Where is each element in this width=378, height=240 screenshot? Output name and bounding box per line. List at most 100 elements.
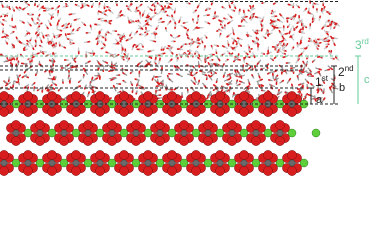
water-molecule — [195, 37, 199, 43]
water-molecule — [61, 22, 68, 28]
water-molecule — [55, 33, 62, 37]
water-molecule — [26, 21, 32, 27]
water-molecule — [331, 39, 336, 47]
water-molecule — [155, 24, 160, 31]
water-molecule — [193, 71, 198, 76]
carbonate-group — [210, 91, 230, 117]
calcium-ion — [227, 158, 237, 168]
water-molecule — [245, 34, 253, 38]
water-molecule — [90, 76, 94, 83]
water-molecule — [129, 80, 134, 87]
water-molecule — [191, 38, 194, 43]
water-molecule — [90, 2, 95, 8]
water-molecule — [129, 19, 135, 23]
water-molecule — [256, 78, 264, 83]
water-molecule — [307, 67, 312, 73]
water-molecule — [7, 76, 10, 83]
water-molecule — [301, 70, 308, 74]
water-molecule — [94, 23, 101, 26]
carbonate-group — [0, 91, 14, 117]
water-molecule — [157, 17, 163, 21]
water-molecule — [121, 32, 125, 39]
water-molecule — [234, 56, 240, 59]
water-molecule — [133, 30, 139, 36]
calcium-ion — [287, 128, 297, 138]
water-molecule — [282, 42, 285, 50]
water-molecule — [142, 22, 149, 28]
water-molecule — [51, 44, 56, 49]
water-molecule — [106, 5, 112, 9]
water-molecule — [192, 65, 196, 70]
water-molecule — [160, 82, 164, 88]
water-molecule — [100, 35, 105, 39]
water-molecule — [36, 34, 39, 39]
water-molecule — [98, 2, 101, 8]
water-molecule — [96, 40, 101, 46]
water-molecule — [15, 6, 21, 12]
water-molecule — [226, 50, 231, 55]
water-molecule — [236, 37, 243, 41]
water-molecule — [154, 89, 157, 97]
water-molecule — [54, 76, 57, 81]
water-molecule — [105, 51, 112, 55]
water-molecule — [67, 74, 70, 80]
water-molecule — [310, 82, 315, 88]
water-molecule — [201, 73, 208, 77]
carbonate-group — [198, 120, 218, 146]
water-molecule — [34, 22, 39, 26]
layer-c-letter: c — [364, 74, 370, 86]
water-molecule — [228, 45, 234, 50]
water-molecule — [36, 17, 41, 23]
calcium-ion — [143, 128, 153, 138]
water-molecule — [158, 52, 166, 55]
water-molecule — [154, 75, 162, 78]
water-molecule — [306, 71, 313, 76]
water-molecule — [221, 63, 225, 69]
water-molecule — [145, 59, 151, 66]
water-molecule — [2, 32, 9, 37]
water-molecule — [54, 42, 58, 47]
water-molecule — [227, 1, 231, 9]
water-molecule — [321, 78, 326, 84]
water-molecule — [221, 6, 227, 10]
water-molecule — [306, 55, 310, 60]
water-molecule — [238, 8, 241, 15]
water-molecule — [252, 52, 256, 59]
water-molecule — [210, 0, 214, 6]
water-molecule — [110, 77, 117, 81]
water-molecule — [176, 73, 183, 78]
water-molecule — [117, 90, 122, 94]
water-molecule — [242, 17, 248, 24]
water-molecule — [36, 87, 41, 92]
calcium-ion — [83, 158, 93, 168]
water-molecule — [140, 43, 144, 48]
water-molecule — [247, 9, 252, 13]
water-molecule — [298, 69, 303, 75]
water-molecule — [37, 13, 41, 20]
water-molecule — [106, 31, 112, 35]
water-molecule — [8, 24, 15, 29]
bracket-c — [355, 55, 361, 104]
water-molecule — [245, 56, 251, 59]
water-molecule — [158, 57, 161, 65]
water-molecule — [302, 66, 306, 71]
water-molecule — [171, 14, 174, 21]
water-molecule — [185, 2, 191, 5]
water-molecule — [307, 40, 313, 43]
water-molecule — [105, 19, 113, 23]
water-molecule — [260, 52, 266, 55]
water-molecule — [125, 37, 132, 42]
water-molecule — [333, 24, 337, 29]
water-molecule — [28, 55, 35, 61]
water-molecule — [221, 52, 226, 56]
water-molecule — [290, 35, 295, 41]
calcium-ion — [155, 158, 165, 168]
water-molecule — [259, 20, 263, 27]
carbonate-group — [234, 150, 254, 176]
water-molecule — [268, 79, 273, 82]
water-molecule — [197, 79, 201, 86]
water-molecule — [281, 32, 289, 36]
water-molecule — [50, 38, 53, 45]
water-molecule — [104, 30, 108, 37]
water-molecule — [248, 47, 253, 51]
